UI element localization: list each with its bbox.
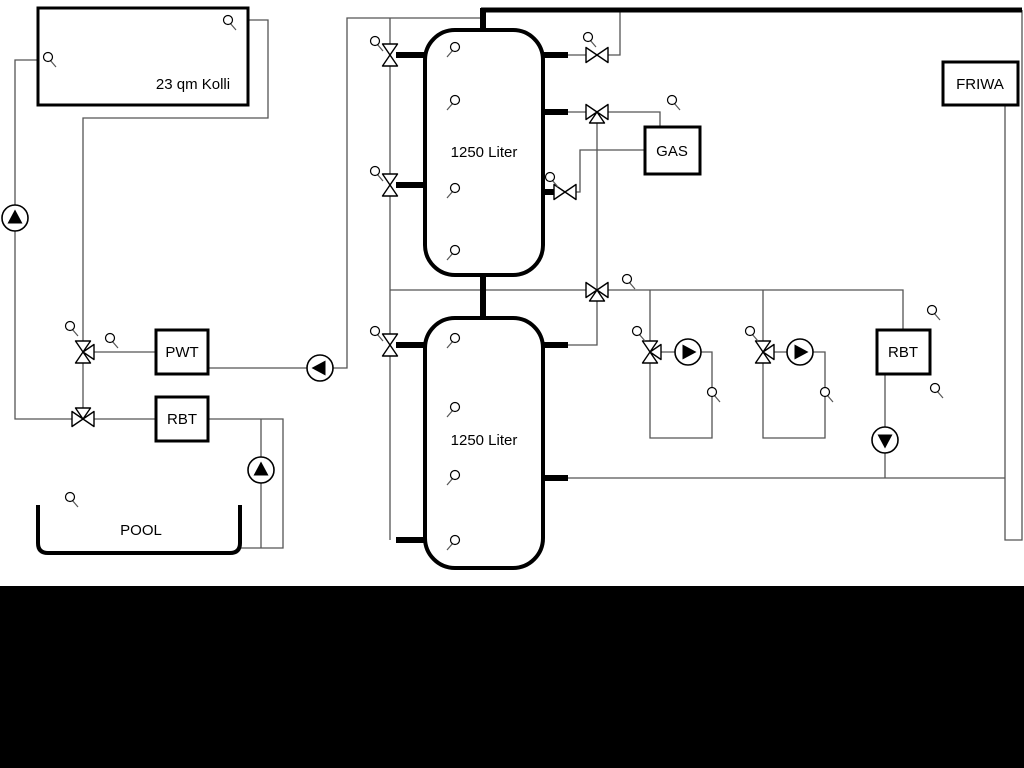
pump-icon: [871, 426, 899, 454]
pool-label: POOL: [120, 522, 162, 539]
temp-sensor-icon: [926, 304, 941, 321]
three-way-valve-icon: [74, 340, 95, 364]
temp-sensor-icon: [819, 386, 834, 403]
valve-icon: [585, 46, 609, 64]
temp-sensor-icon: [369, 35, 384, 52]
rbt-left-box: [154, 395, 210, 443]
gas-label: GAS: [656, 143, 688, 160]
temp-sensor-icon: [544, 171, 559, 188]
pump-icon: [1, 204, 29, 232]
pipe-return-right: [568, 10, 1023, 541]
temp-sensor-icon: [631, 325, 646, 342]
pump-icon: [674, 338, 702, 366]
three-way-valve-icon: [585, 103, 609, 124]
temp-sensor-icon: [64, 320, 79, 337]
pump-icon: [786, 338, 814, 366]
temp-sensor-icon: [929, 382, 944, 399]
temp-sensor-icon: [582, 31, 597, 48]
buffer-tank-top: [423, 28, 545, 277]
pwt-box: [154, 328, 210, 376]
valve-icon: [381, 173, 399, 197]
temp-sensor-icon: [369, 325, 384, 342]
tank-top-label: 1250 Liter: [451, 144, 518, 161]
buffer-tank-bottom: [423, 316, 545, 570]
valve-icon: [381, 43, 399, 67]
pump-icon: [306, 354, 334, 382]
three-way-valve-icon: [641, 340, 662, 364]
three-way-valve-icon: [71, 407, 95, 428]
pipe-solar-left: [14, 17, 481, 420]
tank-bottom-label: 1250 Liter: [451, 432, 518, 449]
pipe-network: [14, 10, 1023, 549]
pipe-stubs: [396, 7, 1022, 543]
pipe-heating-bus: [390, 289, 904, 478]
collector-label: 23 qm Kolli: [156, 76, 230, 93]
temp-sensor-icon: [621, 273, 636, 290]
pipe-pool-loop: [208, 418, 284, 549]
friwa-box: [941, 60, 1020, 107]
pwt-label: PWT: [165, 344, 198, 361]
friwa-label: FRIWA: [956, 76, 1004, 93]
temp-sensor-icon: [64, 491, 79, 508]
temp-sensor-icon: [369, 165, 384, 182]
temp-sensor-icon: [666, 94, 681, 111]
rbt-left-label: RBT: [167, 411, 197, 428]
temp-sensor-icon: [104, 332, 119, 349]
pool-basin: [36, 505, 242, 555]
three-way-valve-icon: [754, 340, 775, 364]
gas-boiler-box: [643, 125, 702, 176]
temp-sensor-icon: [744, 325, 759, 342]
rbt-right-box: [875, 328, 932, 376]
rbt-right-label: RBT: [888, 344, 918, 361]
pump-icon: [247, 456, 275, 484]
solar-collector-box: [36, 6, 250, 107]
valve-icon: [381, 333, 399, 357]
temp-sensor-icon: [706, 386, 721, 403]
pipe-gas-loop: [554, 10, 661, 290]
bottom-black-band: [0, 586, 1024, 768]
